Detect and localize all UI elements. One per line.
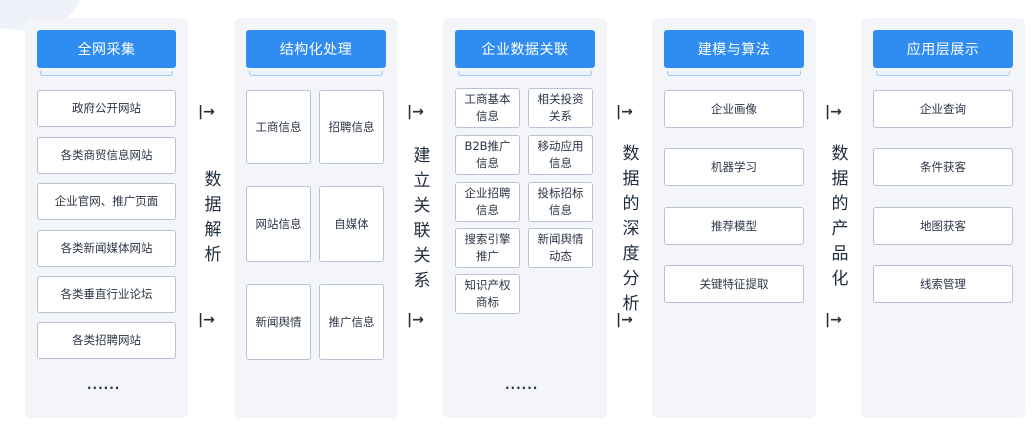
column-enterprise-data-linking: 企业数据关联 工商基本 信息 相关投资 关系 B2B推广 信息 移动应用 信息 … <box>443 18 607 418</box>
flow-arrow: |→ <box>616 312 633 328</box>
flow-arrow: |→ <box>616 104 633 120</box>
column-full-web-collection: 全网采集 政府公开网站 各类商贸信息网站 企业官网、推广页面 各类新闻媒体网站 … <box>25 18 188 418</box>
header-rail <box>667 71 801 76</box>
header-rail <box>876 71 1010 76</box>
connector-label-text: 数 据 解 析 <box>204 170 222 265</box>
flow-arrow: |→ <box>825 104 842 120</box>
column-title: 应用层展示 <box>873 30 1013 68</box>
structured-item: 工商信息 <box>246 90 311 164</box>
more-ellipsis: ...... <box>505 378 539 392</box>
connector-label-text: 数 据 的 深 度 分 析 <box>622 144 640 314</box>
source-item: 各类招聘网站 <box>37 322 176 359</box>
application-item: 企业查询 <box>873 90 1013 128</box>
source-item: 各类新闻媒体网站 <box>37 230 176 267</box>
column-header: 结构化处理 <box>246 30 386 76</box>
linked-data-item: 移动应用 信息 <box>528 135 593 175</box>
flow-arrow: |→ <box>198 104 215 120</box>
column-structuring: 结构化处理 工商信息 招聘信息 网站信息 自媒体 新闻舆情 推广信息 <box>234 18 398 418</box>
structured-item: 招聘信息 <box>319 90 384 164</box>
application-item: 条件获客 <box>873 148 1013 186</box>
model-item: 推荐模型 <box>664 207 804 245</box>
structured-item: 网站信息 <box>246 186 311 262</box>
model-item: 机器学习 <box>664 148 804 186</box>
connector-label-text: 数 据 的 产 品 化 <box>831 144 849 289</box>
flow-arrow: |→ <box>407 104 424 120</box>
linked-data-item: 搜索引擎 推广 <box>455 228 520 268</box>
linked-data-item: 新闻舆情 动态 <box>528 228 593 268</box>
connector-label: 数 据 的 深 度 分 析 <box>619 142 643 317</box>
source-item: 各类商贸信息网站 <box>37 137 176 174</box>
application-item: 地图获客 <box>873 207 1013 245</box>
model-item: 企业画像 <box>664 90 804 128</box>
connector-label-text: 建 立 关 联 关 系 <box>413 146 431 291</box>
model-item: 关键特征提取 <box>664 265 804 303</box>
header-rail <box>458 71 592 76</box>
column-header: 企业数据关联 <box>455 30 595 76</box>
column-modeling-algorithms: 建模与算法 企业画像 机器学习 推荐模型 关键特征提取 <box>652 18 816 418</box>
linked-data-item: 相关投资 关系 <box>528 88 593 128</box>
structured-item: 推广信息 <box>319 284 384 360</box>
linked-data-item: 知识产权 商标 <box>455 274 520 314</box>
source-item: 政府公开网站 <box>37 90 176 127</box>
flow-arrow: |→ <box>198 312 215 328</box>
column-title: 企业数据关联 <box>455 30 595 68</box>
column-application-display: 应用层展示 企业查询 条件获客 地图获客 线索管理 <box>861 18 1025 418</box>
column-header: 全网采集 <box>37 30 176 76</box>
source-item: 企业官网、推广页面 <box>37 183 176 220</box>
application-item: 线索管理 <box>873 265 1013 303</box>
column-title: 建模与算法 <box>664 30 804 68</box>
connector-label: 建 立 关 联 关 系 <box>410 144 434 294</box>
flow-arrow: |→ <box>407 312 424 328</box>
header-rail <box>40 71 173 76</box>
structured-item: 新闻舆情 <box>246 284 311 360</box>
linked-data-item: 投标招标 信息 <box>528 182 593 222</box>
column-title: 结构化处理 <box>246 30 386 68</box>
linked-data-item: B2B推广 信息 <box>455 135 520 175</box>
flow-arrow: |→ <box>825 312 842 328</box>
more-ellipsis: ...... <box>87 378 121 392</box>
column-header: 建模与算法 <box>664 30 804 76</box>
column-title: 全网采集 <box>37 30 176 68</box>
linked-data-item: 企业招聘 信息 <box>455 182 520 222</box>
connector-label: 数 据 的 产 品 化 <box>828 142 852 292</box>
linked-data-item: 工商基本 信息 <box>455 88 520 128</box>
connector-label: 数 据 解 析 <box>201 168 225 268</box>
header-rail <box>249 71 383 76</box>
column-header: 应用层展示 <box>873 30 1013 76</box>
source-item: 各类垂直行业论坛 <box>37 276 176 313</box>
structured-item: 自媒体 <box>319 186 384 262</box>
